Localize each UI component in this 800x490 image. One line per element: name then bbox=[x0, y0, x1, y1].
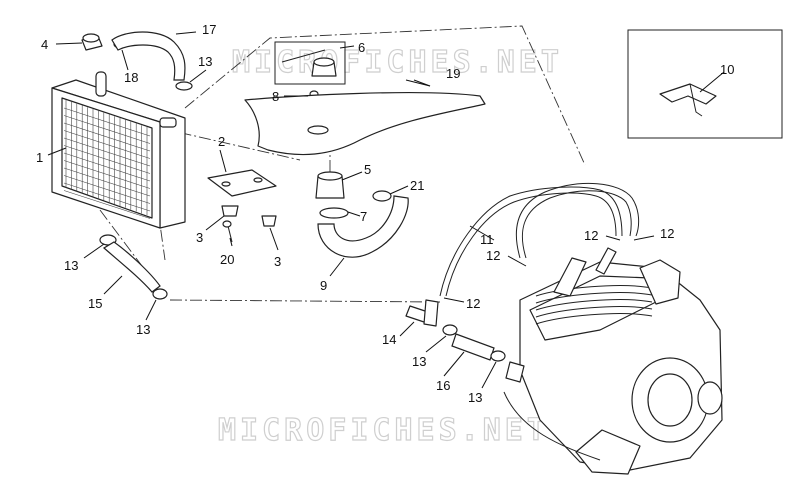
expansion-tank-cap-detail bbox=[274, 41, 346, 85]
callout-13-right: 13 bbox=[468, 390, 482, 405]
callout-13-bottom: 13 bbox=[136, 322, 150, 337]
support-plate bbox=[207, 169, 277, 197]
radiator-fin bbox=[63, 130, 151, 159]
radiator-fin bbox=[63, 115, 151, 144]
bracket-plate bbox=[244, 91, 486, 156]
leader-lines bbox=[47, 31, 725, 389]
callout-21: 21 bbox=[410, 178, 424, 193]
upper-hose bbox=[111, 31, 186, 81]
callout-4: 4 bbox=[41, 37, 48, 52]
callout-16: 16 bbox=[436, 378, 450, 393]
grommet-left bbox=[221, 205, 239, 217]
callout-15: 15 bbox=[88, 296, 102, 311]
radiator-fin bbox=[63, 190, 151, 219]
thermostat-housing bbox=[315, 171, 345, 199]
callout-17: 17 bbox=[202, 22, 216, 37]
hose-clamp-21 bbox=[372, 190, 392, 202]
callout-12-d: 12 bbox=[466, 296, 480, 311]
callout-2: 2 bbox=[218, 134, 225, 149]
callout-6: 6 bbox=[358, 40, 365, 55]
callout-1: 1 bbox=[36, 150, 43, 165]
callout-12-a: 12 bbox=[584, 228, 598, 243]
short-hose bbox=[451, 333, 495, 361]
bracket-hole bbox=[307, 125, 329, 135]
grommet-right bbox=[261, 215, 277, 227]
cylinder-fin bbox=[535, 285, 653, 297]
radiator-fin bbox=[63, 107, 151, 137]
bleed-hoses bbox=[439, 182, 640, 297]
radiator-cap bbox=[81, 33, 103, 51]
callout-13-left: 13 bbox=[64, 258, 78, 273]
radiator-fin bbox=[63, 175, 151, 204]
callout-5: 5 bbox=[364, 162, 371, 177]
cylinder-fin bbox=[535, 292, 653, 304]
callout-labels: 4 1 2 3 3 20 6 8 19 18 17 13 5 7 21 9 10… bbox=[36, 22, 734, 405]
callout-20: 20 bbox=[220, 252, 234, 267]
callout-18: 18 bbox=[124, 70, 138, 85]
radiator-fin bbox=[63, 182, 151, 212]
thermostat-clamp bbox=[319, 207, 349, 219]
coolant-pipe-fitting bbox=[405, 299, 439, 327]
radiator-fin bbox=[63, 122, 151, 152]
watermark-bottom: MICROFICHES.NET bbox=[218, 413, 549, 448]
hose-clamp bbox=[175, 81, 193, 91]
callout-3-left: 3 bbox=[196, 230, 203, 245]
callout-8: 8 bbox=[272, 89, 279, 104]
callout-10: 10 bbox=[720, 62, 734, 77]
radiator-fin bbox=[63, 160, 151, 189]
callout-7: 7 bbox=[360, 209, 367, 224]
bolt bbox=[222, 220, 233, 243]
callout-3-right: 3 bbox=[274, 254, 281, 269]
lower-hose bbox=[102, 241, 161, 293]
radiator-fin bbox=[63, 137, 151, 167]
callout-19: 19 bbox=[446, 66, 460, 81]
callout-12-b: 12 bbox=[660, 226, 674, 241]
engine-assembly bbox=[503, 247, 723, 475]
radiator-fin bbox=[63, 145, 151, 174]
callout-13-mid: 13 bbox=[412, 354, 426, 369]
callout-14: 14 bbox=[382, 332, 396, 347]
radiator bbox=[51, 71, 186, 229]
thermostat-hose bbox=[317, 195, 409, 258]
cylinder-fin bbox=[535, 313, 653, 325]
callout-9: 9 bbox=[320, 278, 327, 293]
cylinder-fin bbox=[535, 306, 653, 318]
radiator-fin bbox=[63, 167, 151, 197]
callout-11: 11 bbox=[480, 232, 494, 247]
cylinder-fin bbox=[535, 299, 653, 311]
callout-13-top: 13 bbox=[198, 54, 212, 69]
radiator-fin bbox=[63, 152, 151, 182]
callout-12-c: 12 bbox=[486, 248, 500, 263]
clip-detail bbox=[627, 29, 783, 139]
watermark-top: MICROFICHES.NET bbox=[232, 45, 563, 80]
